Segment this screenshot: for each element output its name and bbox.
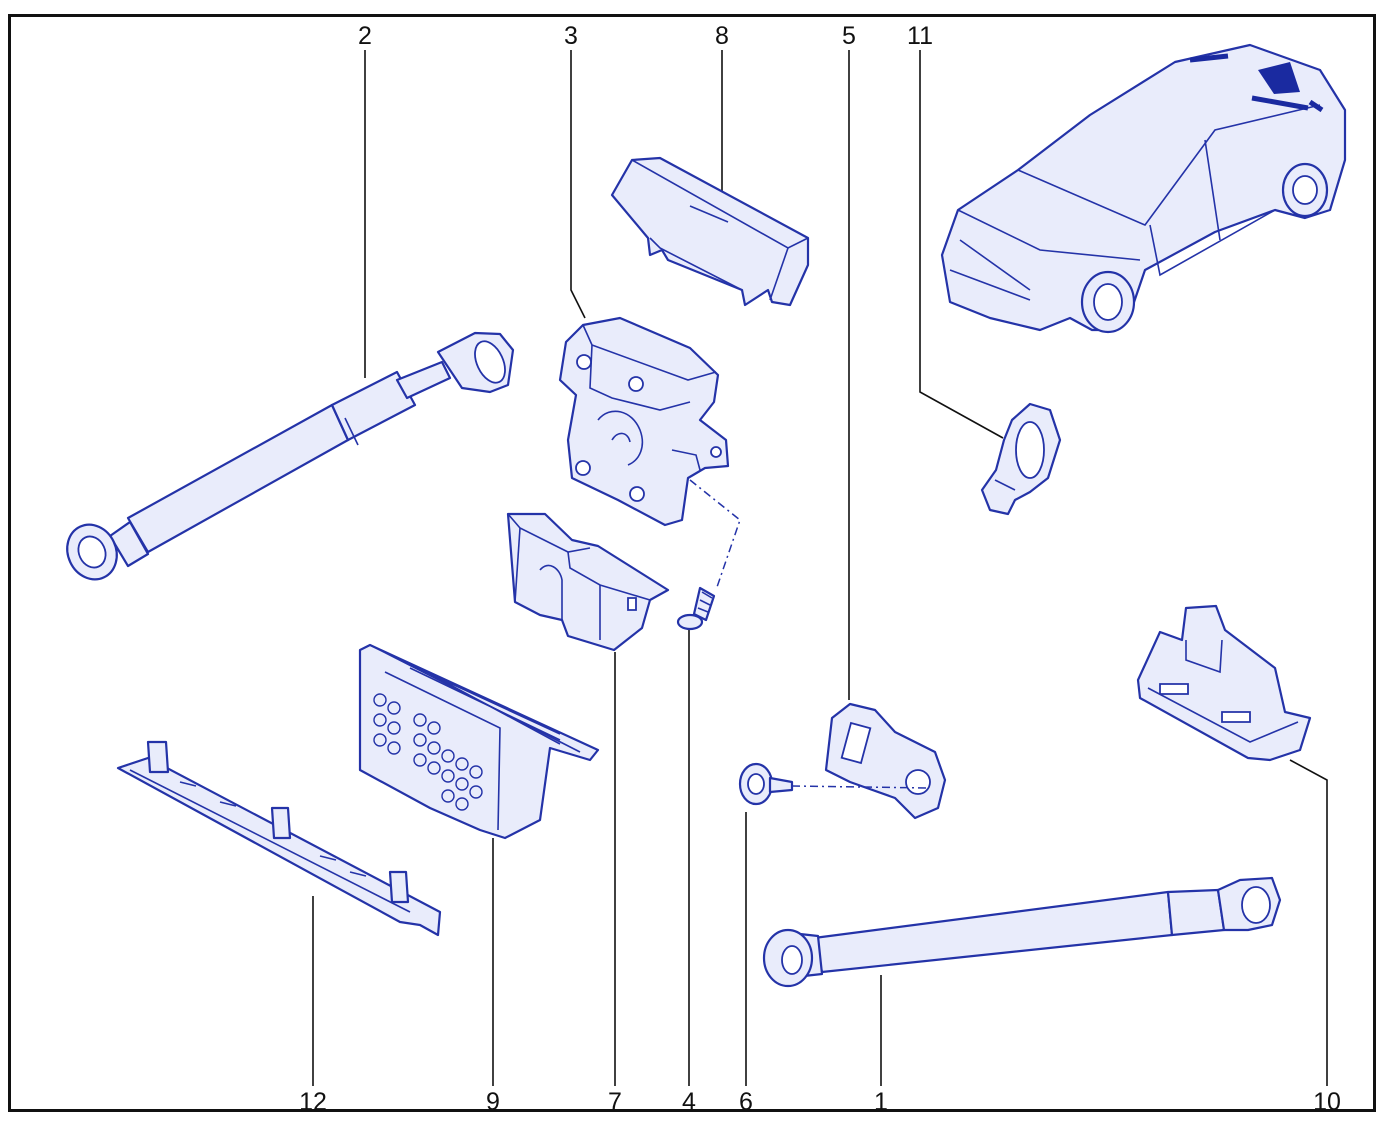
callout-4: 4 <box>682 1088 696 1116</box>
diagram-frame <box>8 14 1376 1112</box>
gas-strut-right <box>764 878 1280 986</box>
gas-strut-left <box>58 333 513 588</box>
callout-2: 2 <box>358 22 372 50</box>
screw <box>678 480 740 629</box>
tailgate-switch <box>1138 606 1310 760</box>
callout-6: 6 <box>739 1088 753 1116</box>
callout-5: 5 <box>842 22 856 50</box>
callout-12: 12 <box>299 1088 327 1116</box>
callout-3: 3 <box>564 22 578 50</box>
lock-cover <box>612 158 808 305</box>
callout-11: 11 <box>907 22 933 50</box>
callout-1: 1 <box>874 1088 888 1116</box>
callout-8: 8 <box>715 22 729 50</box>
tailgate-lock <box>560 318 728 525</box>
grille-insert <box>360 645 598 838</box>
vehicle-overview-image <box>942 45 1345 332</box>
connector-plug <box>982 404 1060 514</box>
callout-10: 10 <box>1313 1088 1341 1116</box>
trim-strip <box>118 742 440 935</box>
lock-bracket <box>508 514 668 650</box>
bolt <box>740 764 792 804</box>
callout-7: 7 <box>608 1088 622 1116</box>
leader-lines <box>312 50 1328 1086</box>
callout-9: 9 <box>486 1088 500 1116</box>
striker-plate <box>792 704 945 818</box>
